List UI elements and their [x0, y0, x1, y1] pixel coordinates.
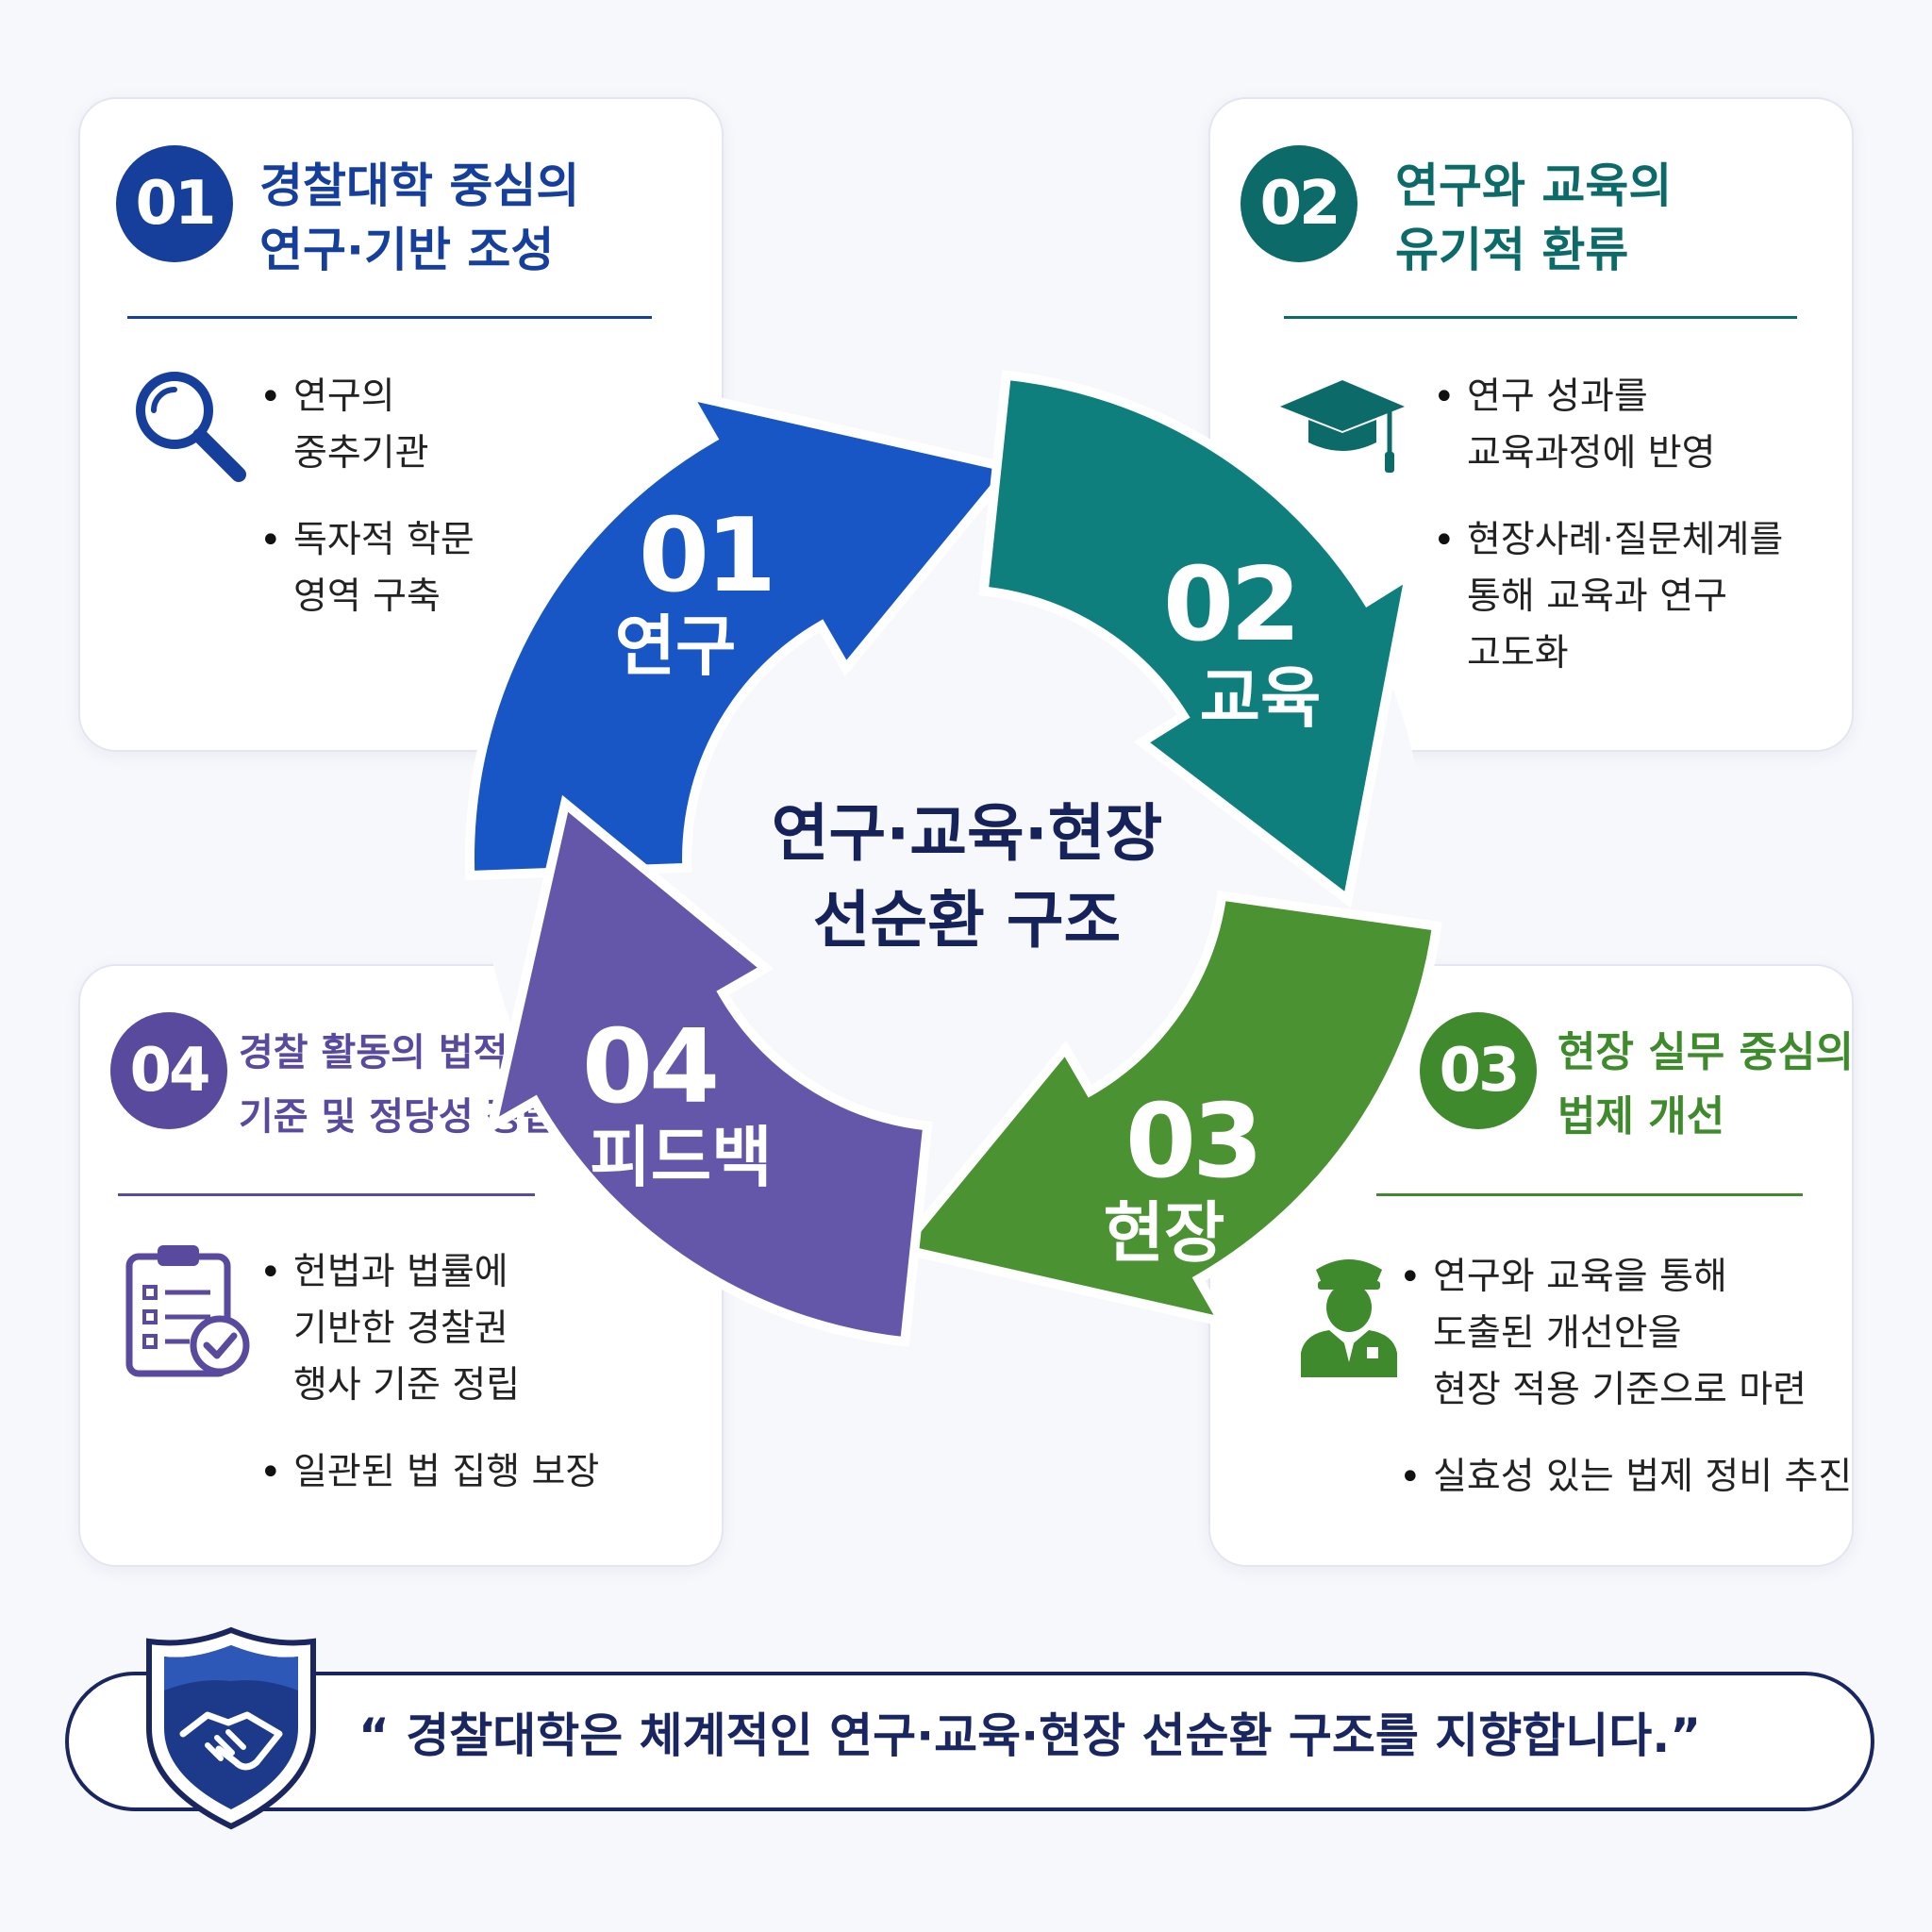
- list-item: 실효성 있는 법제 정비 추진: [1399, 1449, 1852, 1506]
- police-officer-icon: [1297, 1249, 1401, 1381]
- center-title: 연구·교육·현장 선순환 구조: [771, 797, 1163, 957]
- cycle-step-number: 01: [638, 497, 776, 615]
- card-badge: 01: [116, 145, 233, 262]
- divider: [127, 316, 652, 319]
- list-item: 일관된 법 집행 보장: [259, 1444, 599, 1501]
- card-badge: 03: [1420, 1012, 1537, 1129]
- cycle-step-number: 04: [581, 1008, 720, 1126]
- cycle-arrow-04: [485, 794, 933, 1347]
- cycle-step-label: 교육: [1199, 659, 1322, 737]
- cycle-step-label: 현장: [1103, 1194, 1225, 1272]
- divider: [118, 1193, 535, 1196]
- graduation-cap-icon: [1276, 373, 1408, 480]
- cycle-step-number: 02: [1162, 546, 1301, 664]
- slogan-text: “ 경찰대학은 체계적인 연구·교육·현장 선순환 구조를 지향합니다.”: [358, 1708, 1702, 1763]
- card-title: 경찰대학 중심의 연구·기반 조성: [259, 158, 580, 277]
- cycle-arrow-03: [891, 891, 1442, 1329]
- magnifier-icon: [127, 363, 250, 490]
- cycle-arrows: [464, 370, 1442, 1347]
- shield-handshake-icon: [142, 1624, 321, 1836]
- card-badge: 02: [1241, 145, 1357, 262]
- card-title: 현장 실무 중심의 법제 개선: [1557, 1028, 1854, 1141]
- cycle-step-number: 03: [1124, 1083, 1263, 1201]
- card-title: 연구와 교육의 유기적 환류: [1395, 158, 1673, 277]
- cycle-step-label: 피드백: [590, 1119, 773, 1196]
- cycle-arrow-02: [978, 370, 1417, 908]
- cycle-step-label: 연구: [614, 608, 737, 685]
- slogan-banner: [65, 1672, 1874, 1811]
- checklist-icon: [124, 1240, 256, 1385]
- divider: [1284, 316, 1797, 319]
- divider: [1376, 1193, 1803, 1196]
- cycle-arrow-01: [464, 388, 1020, 881]
- card-badge: 04: [110, 1012, 227, 1129]
